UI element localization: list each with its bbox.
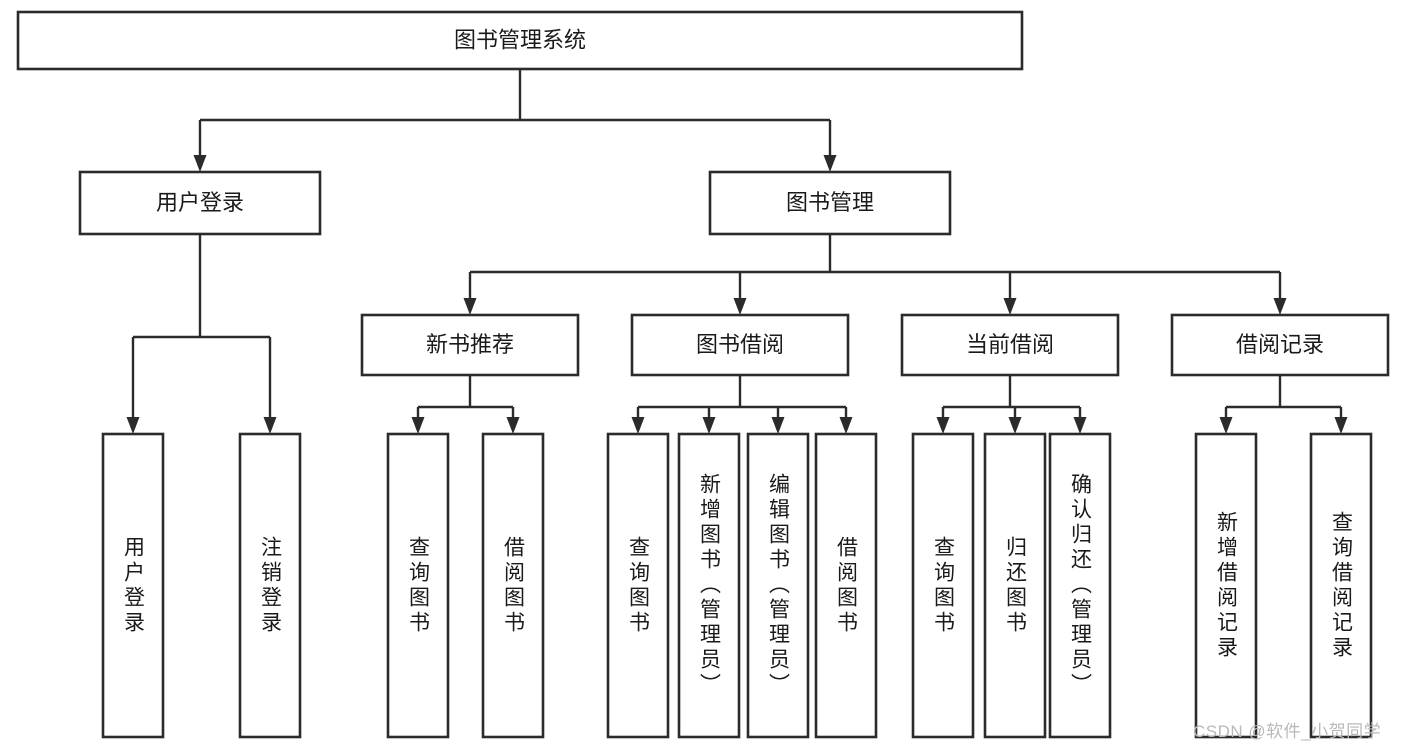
- node-leaf-12[interactable]: [1309, 432, 1373, 739]
- node-root-label: 图书管理系统: [454, 27, 586, 52]
- conn-level3-1-to-leaf-4-head: [631, 417, 645, 434]
- node-level3-3[interactable]: [1170, 313, 1390, 377]
- conn-level3-2-to-leaf-10-head: [1073, 417, 1087, 434]
- conn-level3-1-to-leaf-6-head: [771, 417, 785, 434]
- node-leaf-8[interactable]: [911, 432, 975, 739]
- conn-level3-2-to-leaf-8-head: [936, 417, 950, 434]
- node-leaf-0[interactable]: [101, 432, 165, 739]
- conn-bookmgmt-to-level3-3-head: [1273, 298, 1287, 315]
- node-leaf-5[interactable]: [677, 432, 741, 739]
- node-leaf-4[interactable]: [606, 432, 670, 739]
- conn-bookmgmt-to-level3-2-head: [1003, 298, 1017, 315]
- conn-login-to-leaf-0-head: [126, 417, 140, 434]
- conn-level3-0-to-leaf-3-head: [506, 417, 520, 434]
- node-level3-2-label: 当前借阅: [966, 332, 1054, 357]
- watermark-text: CSDN @软件_小贺同学: [1193, 722, 1382, 741]
- conn-root-to-login-head: [193, 155, 207, 172]
- conn-bookmgmt-to-level3-1-head: [733, 298, 747, 315]
- node-leaf-9[interactable]: [983, 432, 1047, 739]
- node-leaf-2[interactable]: [386, 432, 450, 739]
- conn-login-to-leaf-1-head: [263, 417, 277, 434]
- conn-level3-1-to-leaf-5-head: [702, 417, 716, 434]
- node-leaf-3[interactable]: [481, 432, 545, 739]
- node-root[interactable]: [16, 10, 1024, 71]
- node-level3-1-label: 图书借阅: [696, 332, 784, 357]
- node-level3-1[interactable]: [630, 313, 850, 377]
- conn-level3-3-to-leaf-12-head: [1334, 417, 1348, 434]
- conn-bookmgmt-to-level3-0-head: [463, 298, 477, 315]
- node-leaf-7[interactable]: [814, 432, 878, 739]
- node-level2-1[interactable]: [708, 170, 952, 236]
- conn-level3-0-to-leaf-2-head: [411, 417, 425, 434]
- node-level3-0-label: 新书推荐: [426, 332, 514, 357]
- node-level3-0[interactable]: [360, 313, 580, 377]
- node-leaf-11[interactable]: [1194, 432, 1258, 739]
- node-leaf-10[interactable]: [1048, 432, 1112, 739]
- conn-root-to-bookmgmt-head: [823, 155, 837, 172]
- conn-level3-3-to-leaf-11-head: [1219, 417, 1233, 434]
- node-leaf-6[interactable]: [746, 432, 810, 739]
- node-level2-0-label: 用户登录: [156, 190, 244, 215]
- node-level3-3-label: 借阅记录: [1236, 332, 1324, 357]
- node-leaf-1[interactable]: [238, 432, 302, 739]
- connector-layer: [126, 69, 1348, 434]
- conn-level3-1-to-leaf-7-head: [839, 417, 853, 434]
- node-box-layer: [16, 10, 1390, 739]
- conn-level3-2-to-leaf-9-head: [1008, 417, 1022, 434]
- node-level2-0[interactable]: [78, 170, 322, 236]
- node-level3-2[interactable]: [900, 313, 1120, 377]
- node-level2-1-label: 图书管理: [786, 190, 874, 215]
